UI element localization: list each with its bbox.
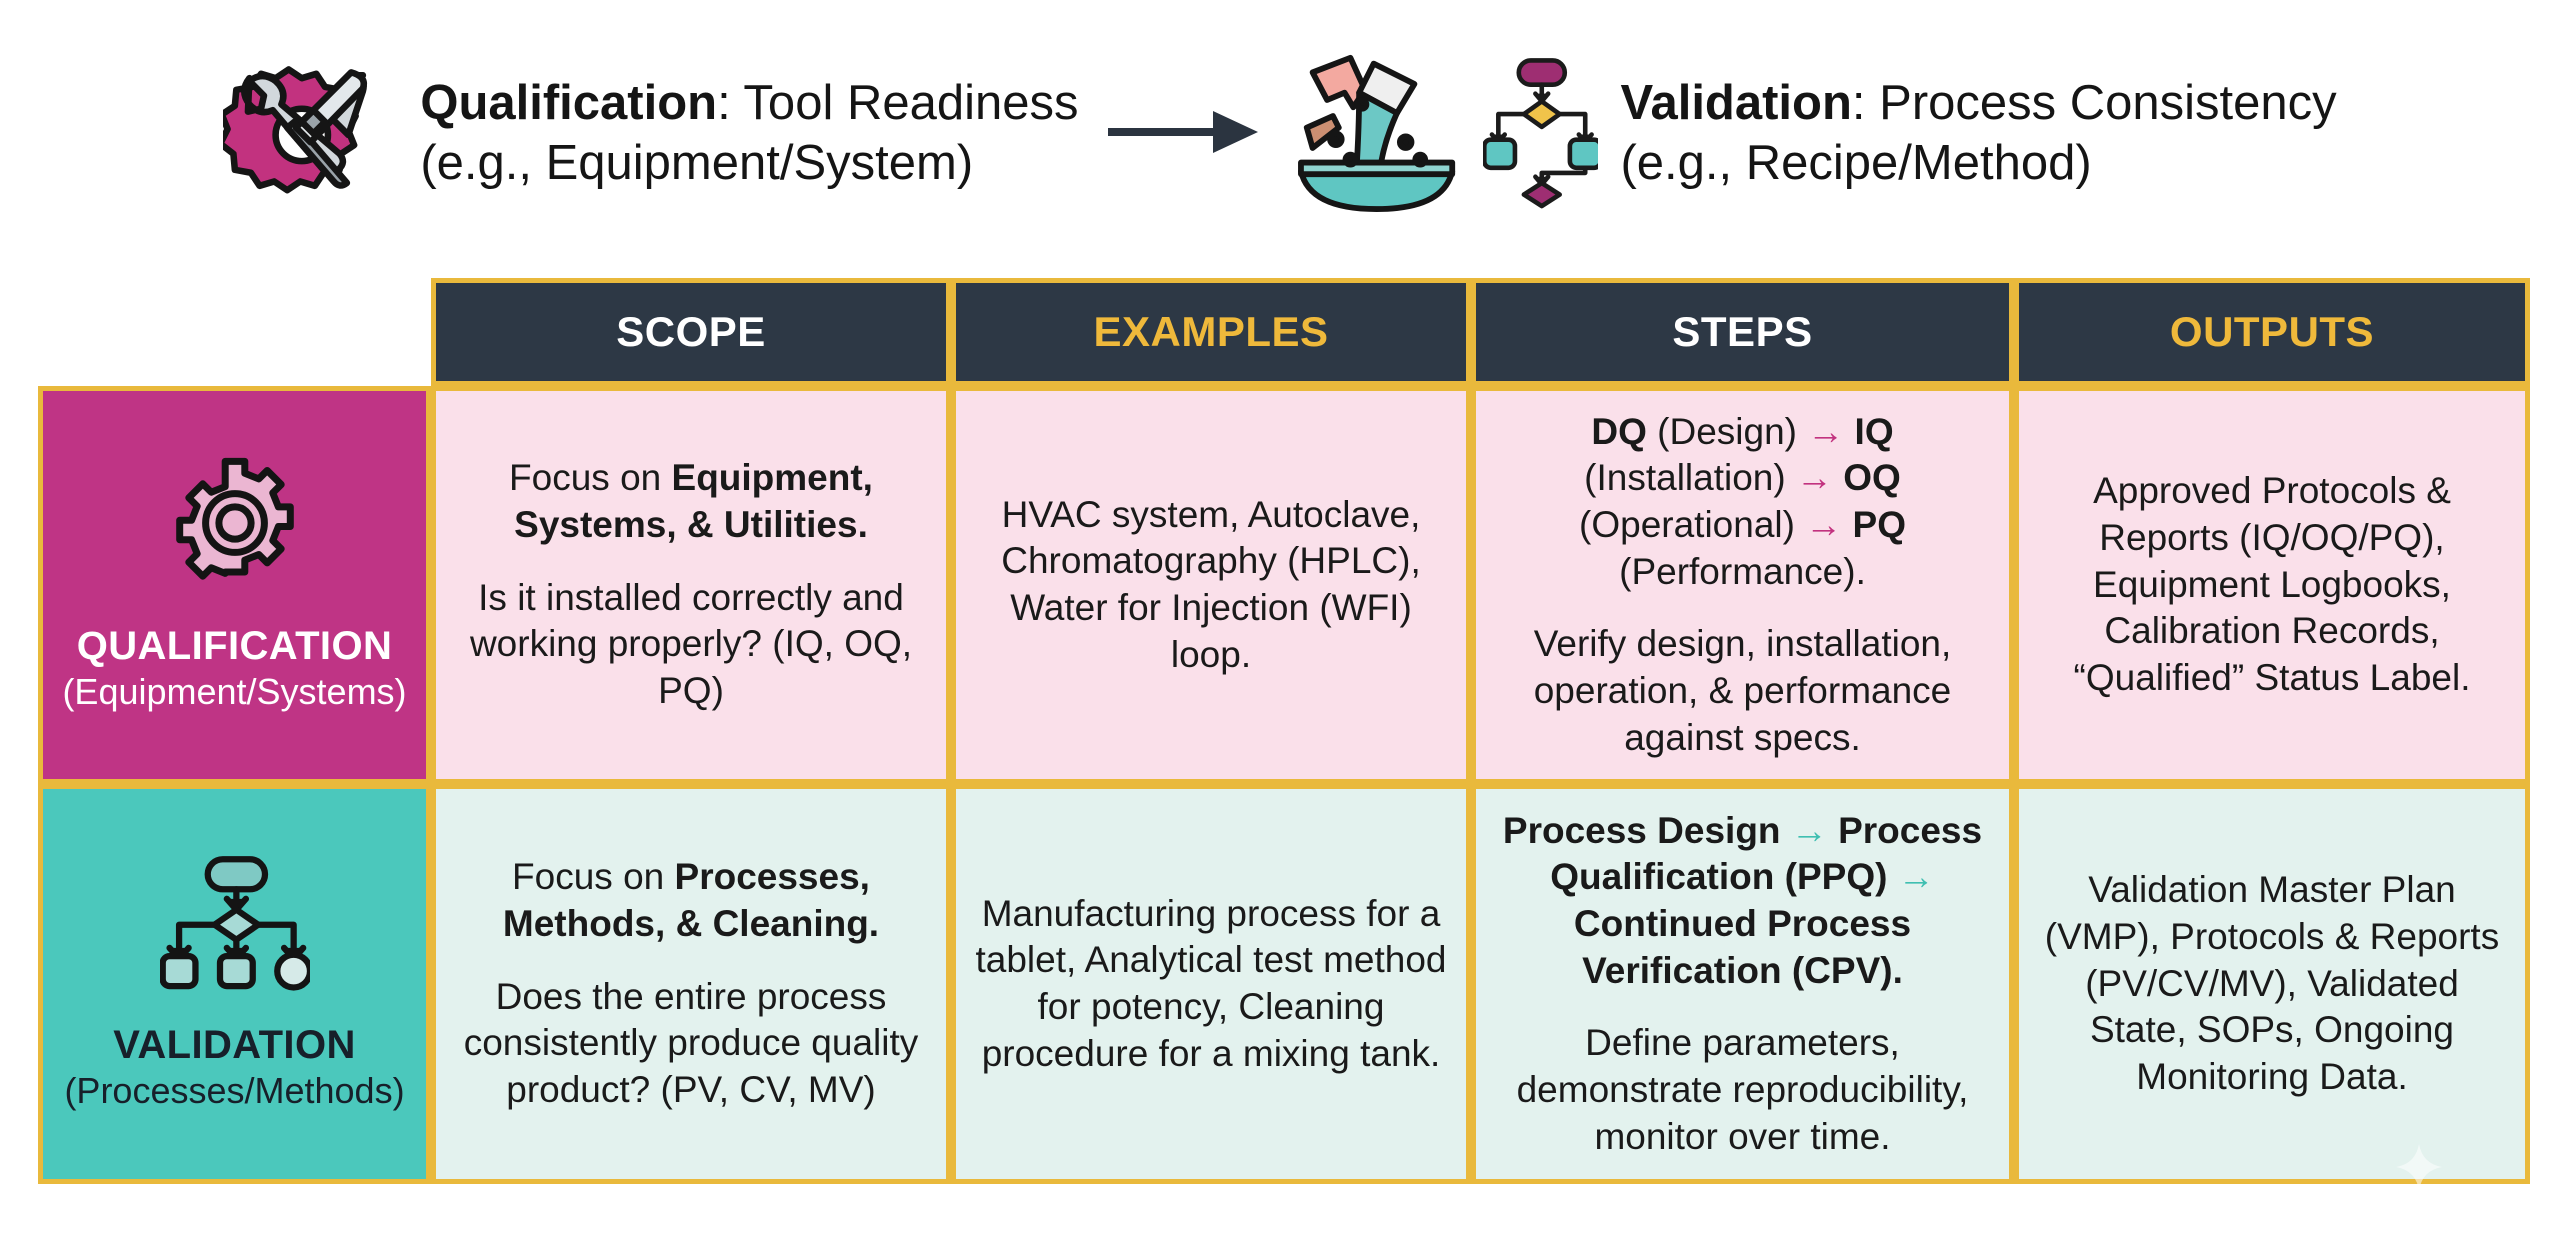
- cell-qualification-steps: DQ (Design) → IQ (Installation) → OQ (Op…: [1471, 386, 2014, 784]
- row-label-qualification: QUALIFICATION (Equipment/Systems): [38, 386, 431, 784]
- qualification-scope-line2: Is it installed correctly and working pr…: [469, 576, 913, 711]
- flowchart-icon: [1482, 52, 1604, 217]
- validation-scope-line1-plain: Focus on: [512, 856, 675, 898]
- qualification-examples-text: HVAC system, Autoclave, Chromatography (…: [1001, 493, 1421, 675]
- banner-validation-title-strong: Validation: [1620, 76, 1852, 131]
- right-arrow-icon: [1078, 97, 1292, 172]
- step-arrow-1-icon: →: [1807, 410, 1845, 452]
- cell-validation-scope: Focus on Processes, Methods, & Cleaning.…: [431, 784, 951, 1184]
- flowchart-icon: [159, 852, 313, 997]
- step-pq-normal: (Performance).: [1619, 550, 1866, 592]
- gear-icon: [165, 453, 305, 598]
- step-pq-bold: PQ: [1852, 504, 1906, 546]
- validation-scope-line1: Focus on Processes, Methods, & Cleaning.: [454, 854, 928, 947]
- step-arrow-2-icon: →: [1897, 856, 1935, 898]
- validation-scope-line1-bold: Processes, Methods, & Cleaning.: [502, 856, 880, 945]
- banner-qualification-subtitle: (e.g., Equipment/System): [420, 136, 974, 190]
- row-label-qualification-title: QUALIFICATION: [76, 624, 393, 669]
- validation-scope-line2: Does the entire process consistently pro…: [463, 975, 919, 1110]
- row-label-qualification-sub: (Equipment/Systems): [62, 671, 407, 713]
- step-dq-normal: (Design): [1646, 410, 1797, 452]
- step-arrow-2-icon: →: [1795, 457, 1833, 499]
- step-oq-normal: (Operational): [1579, 504, 1795, 546]
- banner-qualification-title-strong: Qualification: [420, 76, 718, 131]
- banner-qualification: Qualification: Tool Readiness (e.g., Equ…: [217, 52, 1078, 217]
- qualification-scope-line1-plain: Focus on: [509, 457, 672, 499]
- wrench-gear-tools-icon: [217, 52, 398, 217]
- sparkle-decoration-small-icon: [2462, 1192, 2488, 1218]
- qualification-steps-sequence: DQ (Design) → IQ (Installation) → OQ (Op…: [1494, 409, 1991, 595]
- validation-outputs-text: Validation Master Plan (VMP), Protocols …: [2044, 869, 2500, 1097]
- column-header-steps: STEPS: [1471, 278, 2014, 386]
- validation-steps-note: Define parameters, demonstrate reproduci…: [1516, 1022, 1969, 1157]
- row-label-validation: VALIDATION (Processes/Methods): [38, 784, 431, 1184]
- cell-validation-outputs: Validation Master Plan (VMP), Protocols …: [2014, 784, 2530, 1184]
- cell-qualification-scope: Focus on Equipment, Systems, & Utilities…: [431, 386, 951, 784]
- cell-validation-steps: Process Design → Process Qualification (…: [1471, 784, 2014, 1184]
- banner-validation-title-rest: : Process Consistency: [1851, 76, 2337, 131]
- cell-qualification-examples: HVAC system, Autoclave, Chromatography (…: [951, 386, 1471, 784]
- sparkle-decoration-icon: [2396, 1144, 2442, 1190]
- column-header-examples: EXAMPLES: [951, 278, 1471, 386]
- banner-validation: Validation: Process Consistency (e.g., R…: [1292, 52, 2337, 217]
- banner-qualification-text: Qualification: Tool Readiness (e.g., Equ…: [420, 74, 1078, 194]
- step-cpv: Continued Process Verification (CPV).: [1573, 903, 1912, 991]
- banner-validation-text: Validation: Process Consistency (e.g., R…: [1620, 74, 2336, 194]
- validation-examples-text: Manufacturing process for a tablet, Anal…: [975, 892, 1447, 1074]
- column-header-outputs: OUTPUTS: [2014, 278, 2530, 386]
- step-iq-bold: IQ: [1854, 410, 1894, 452]
- step-ppq: Process Qualification (PPQ): [1550, 809, 1983, 898]
- mortar-pestle-icon: [1292, 52, 1467, 217]
- step-arrow-1-icon: →: [1790, 809, 1828, 851]
- qualification-outputs-text: Approved Protocols & Reports (IQ/OQ/PQ),…: [2073, 470, 2471, 698]
- column-header-scope: SCOPE: [431, 278, 951, 386]
- cell-qualification-outputs: Approved Protocols & Reports (IQ/OQ/PQ),…: [2014, 386, 2530, 784]
- cell-validation-examples: Manufacturing process for a tablet, Anal…: [951, 784, 1471, 1184]
- banner-qualification-title-rest: : Tool Readiness: [717, 76, 1079, 131]
- qualification-scope-line1: Focus on Equipment, Systems, & Utilities…: [454, 455, 928, 548]
- row-label-validation-title: VALIDATION: [113, 1023, 356, 1068]
- table-corner-blank: [38, 278, 431, 386]
- step-arrow-3-icon: →: [1805, 504, 1843, 546]
- step-oq-bold: OQ: [1843, 457, 1901, 499]
- banner: Qualification: Tool Readiness (e.g., Equ…: [0, 0, 2560, 268]
- banner-validation-subtitle: (e.g., Recipe/Method): [1620, 136, 2092, 190]
- step-process-design: Process Design: [1502, 809, 1781, 851]
- step-dq-bold: DQ: [1591, 410, 1647, 452]
- validation-steps-sequence: Process Design → Process Qualification (…: [1494, 808, 1991, 994]
- step-iq-normal: (Installation): [1584, 457, 1786, 499]
- row-label-validation-sub: (Processes/Methods): [64, 1070, 405, 1112]
- qualification-steps-note: Verify design, installation, operation, …: [1533, 623, 1952, 758]
- qualification-scope-line1-bold: Equipment, Systems, & Utilities.: [514, 457, 873, 546]
- comparison-table: SCOPE EXAMPLES STEPS OUTPUTS QUALIFICATI…: [38, 278, 2530, 1184]
